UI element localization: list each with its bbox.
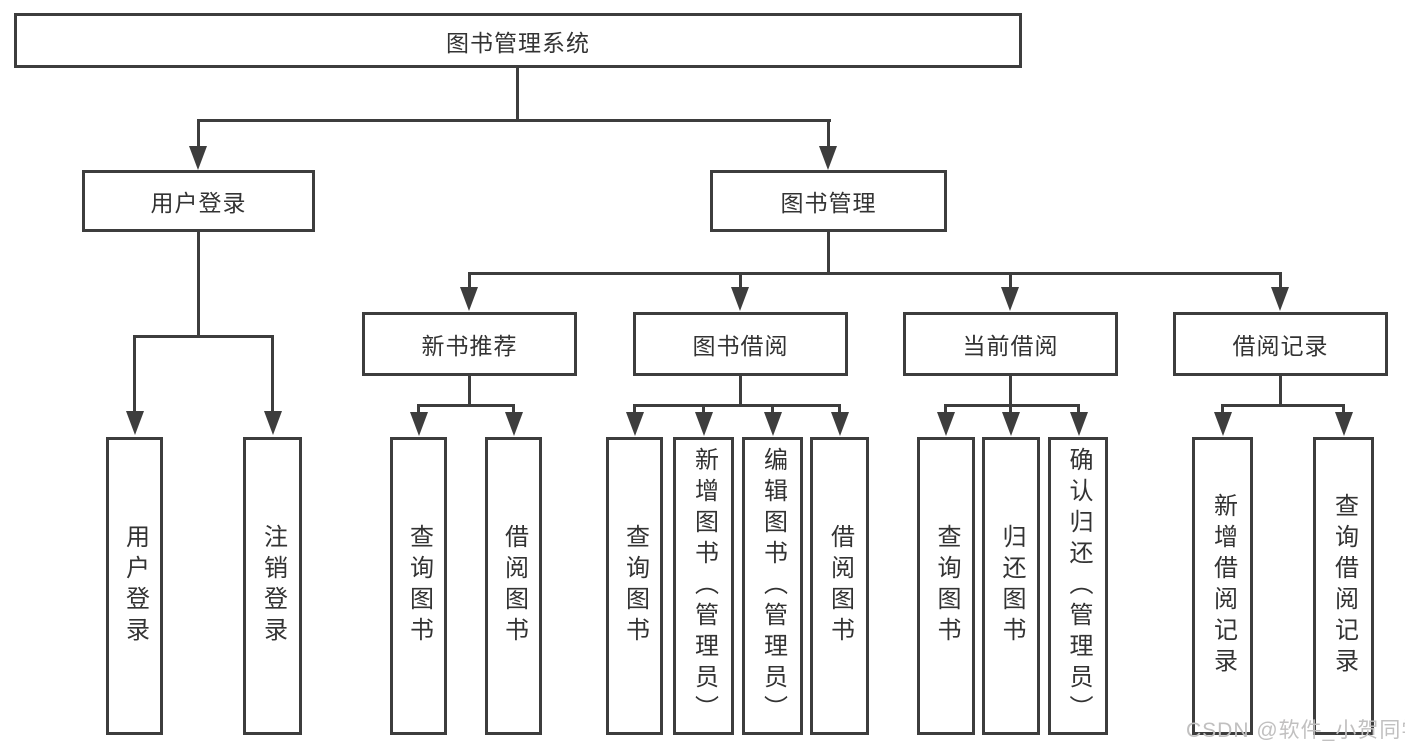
connector-vline <box>1279 376 1282 407</box>
leaf-bb-add-books-admin: 新增图书（管理员） <box>673 437 734 735</box>
csdn-watermark: CSDN @软件_小贺同学 <box>1186 719 1405 742</box>
leaf-nb-borrow-books: 借阅图书 <box>485 437 542 735</box>
node-user-login-label: 用户登录 <box>150 190 247 216</box>
arrow-down-icon <box>731 287 749 311</box>
connector-vline <box>1342 404 1345 414</box>
connector-hline <box>1221 404 1345 407</box>
connector-vline <box>1279 272 1282 288</box>
leaf-bb-query-books-label: 查询图书 <box>621 524 649 648</box>
connector-vline <box>1009 376 1012 407</box>
node-root: 图书管理系统 <box>14 13 1022 68</box>
connector-hline <box>417 404 515 407</box>
leaf-nb-borrow-books-label: 借阅图书 <box>500 524 528 648</box>
arrow-down-icon <box>410 412 428 436</box>
node-book-borrowing: 图书借阅 <box>633 312 848 376</box>
connector-vline <box>944 404 947 414</box>
leaf-br-query-record-label: 查询借阅记录 <box>1330 493 1358 679</box>
connector-vline <box>827 232 830 275</box>
connector-vline <box>417 404 420 414</box>
node-current-borrowing-label: 当前借阅 <box>962 333 1059 359</box>
arrow-down-icon <box>505 412 523 436</box>
connector-vline <box>516 68 519 122</box>
connector-vline <box>739 272 742 288</box>
connector-vline <box>633 404 636 414</box>
arrow-down-icon <box>126 411 144 435</box>
connector-vline <box>133 335 136 411</box>
arrow-down-icon <box>1335 412 1353 436</box>
connector-vline <box>739 376 742 407</box>
arrow-down-icon <box>460 287 478 311</box>
arrow-down-icon <box>1214 412 1232 436</box>
arrow-down-icon <box>1002 412 1020 436</box>
node-new-book-recommend: 新书推荐 <box>362 312 577 376</box>
arrow-down-icon <box>264 411 282 435</box>
arrow-down-icon <box>764 412 782 436</box>
leaf-cb-query-books: 查询图书 <box>917 437 975 735</box>
connector-vline <box>512 404 515 414</box>
connector-vline <box>468 376 471 407</box>
connector-vline <box>271 335 274 411</box>
arrow-down-icon <box>819 146 837 170</box>
node-current-borrowing: 当前借阅 <box>903 312 1118 376</box>
connector-vline <box>771 404 774 414</box>
leaf-bb-query-books: 查询图书 <box>606 437 663 735</box>
leaf-br-query-record: 查询借阅记录 <box>1313 437 1374 735</box>
connector-hline <box>133 335 274 338</box>
leaf-cb-query-books-label: 查询图书 <box>933 524 960 648</box>
node-book-management: 图书管理 <box>710 170 947 232</box>
arrow-down-icon <box>937 412 955 436</box>
leaf-logout: 注销登录 <box>243 437 302 735</box>
leaf-user-login-label: 用户登录 <box>121 524 149 648</box>
connector-vline <box>1009 272 1012 288</box>
node-book-borrowing-label: 图书借阅 <box>692 333 789 359</box>
node-root-label: 图书管理系统 <box>446 29 590 56</box>
node-user-login: 用户登录 <box>82 170 315 232</box>
leaf-nb-query-books-label: 查询图书 <box>405 524 433 648</box>
leaf-bb-edit-books-admin-label: 编辑图书（管理员） <box>759 446 787 726</box>
arrow-down-icon <box>189 146 207 170</box>
leaf-user-login: 用户登录 <box>106 437 163 735</box>
arrow-down-icon <box>1070 412 1088 436</box>
connector-hline <box>197 119 831 122</box>
connector-vline <box>197 119 200 148</box>
node-borrowing-records-label: 借阅记录 <box>1232 333 1329 359</box>
connector-vline <box>827 119 830 148</box>
connector-vline <box>1009 404 1012 414</box>
leaf-bb-add-books-admin-label: 新增图书（管理员） <box>690 446 718 726</box>
connector-hline <box>468 272 1282 275</box>
node-book-management-label: 图书管理 <box>780 190 877 216</box>
leaf-cb-confirm-return-admin: 确认归还（管理员） <box>1048 437 1108 735</box>
arrow-down-icon <box>831 412 849 436</box>
connector-vline <box>197 232 200 338</box>
leaf-cb-return-books-label: 归还图书 <box>998 524 1025 648</box>
node-new-book-recommend-label: 新书推荐 <box>421 333 518 359</box>
leaf-cb-return-books: 归还图书 <box>982 437 1040 735</box>
arrow-down-icon <box>626 412 644 436</box>
connector-vline <box>1221 404 1224 414</box>
leaf-bb-edit-books-admin: 编辑图书（管理员） <box>742 437 803 735</box>
connector-hline <box>944 404 1080 407</box>
leaf-nb-query-books: 查询图书 <box>390 437 447 735</box>
leaf-bb-borrow-books: 借阅图书 <box>810 437 869 735</box>
connector-vline <box>468 272 471 288</box>
connector-vline <box>838 404 841 414</box>
leaf-br-add-record: 新增借阅记录 <box>1192 437 1253 735</box>
arrow-down-icon <box>1001 287 1019 311</box>
connector-hline <box>633 404 841 407</box>
leaf-bb-borrow-books-label: 借阅图书 <box>826 524 854 648</box>
node-borrowing-records: 借阅记录 <box>1173 312 1388 376</box>
leaf-cb-confirm-return-admin-label: 确认归还（管理员） <box>1065 446 1092 726</box>
leaf-logout-label: 注销登录 <box>259 524 287 648</box>
connector-vline <box>1077 404 1080 414</box>
arrow-down-icon <box>695 412 713 436</box>
connector-vline <box>702 404 705 414</box>
leaf-br-add-record-label: 新增借阅记录 <box>1209 493 1237 679</box>
arrow-down-icon <box>1271 287 1289 311</box>
